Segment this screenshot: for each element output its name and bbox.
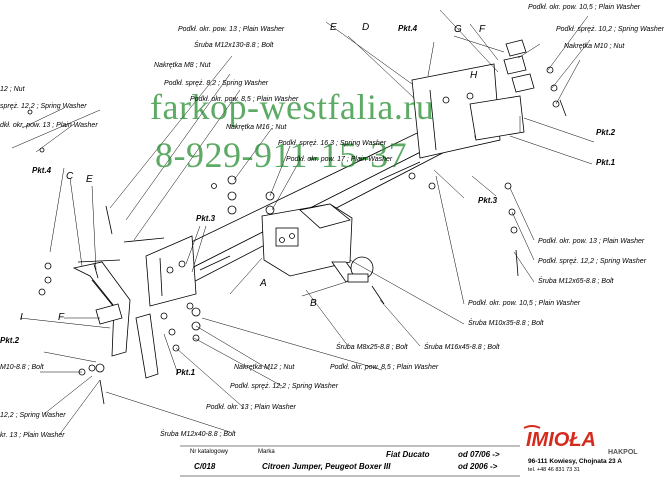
diagram-page: farkop-westfalia.ru 8-929-911-15-37 E D …	[0, 4, 664, 477]
model-line-2: Citroen Jumper, Peugeot Boxer III	[262, 462, 391, 471]
pkt-label-1-bottom: Pkt.1	[176, 368, 196, 377]
part-label: Nakrętka M8 ; Nut	[154, 62, 211, 69]
part-letter-g: G	[454, 24, 462, 35]
part-label: Śruba M16x45-8.8 ; Bolt	[424, 344, 500, 351]
part-label: spręż. 12,2 ; Spring Washer	[0, 103, 87, 110]
part-letter-f-left: F	[58, 312, 65, 323]
part-letter-i: I	[20, 312, 23, 323]
right-bracket-plate	[411, 63, 525, 159]
company-logo: IMIOŁA HAKPOL	[523, 425, 638, 456]
part-label: Podkł. okr. pow. 13 ; Plain Washer	[178, 26, 285, 33]
part-letter-a: A	[260, 278, 267, 289]
logo-text: IMIOŁA	[526, 429, 596, 451]
part-label: Podkł. okr. 13 ; Plain Washer	[206, 404, 296, 411]
part-label: Nakrętka M16 ; Nut	[226, 124, 287, 131]
part-label: Podkł. spręż. 10,2 ; Spring Washer	[556, 26, 664, 33]
model-line-1: Fiat Ducato	[386, 450, 430, 459]
part-label: kr. 13 ; Plain Washer	[0, 432, 65, 439]
catalog-caption: Nr katalogowy	[190, 449, 229, 455]
part-label: Podkł. spręż. 16,3 ; Spring Washer	[278, 140, 387, 147]
part-label: Podkł. okr. pow. 8,5 ; Plain Washer	[330, 364, 439, 371]
part-label: M10-8.8 ; Bolt	[0, 364, 44, 371]
part-label: Śruba M12x65-8.8 ; Bolt	[538, 278, 614, 285]
part-label: Śruba M10x35-8.8 ; Bolt	[468, 320, 544, 327]
company-phone: tel. +48 46 831 73 31	[528, 467, 580, 473]
watermark-phone: 8-929-911-15-37	[155, 135, 408, 175]
part-label: Podkł. okr. pow. 10,5 ; Plain Washer	[528, 4, 641, 11]
part-letter-e-left: E	[86, 174, 93, 185]
part-letter-c: C	[66, 171, 74, 182]
pkt-label-3-right: Pkt.3	[478, 196, 498, 205]
hitch-mount-plate	[261, 203, 353, 277]
part-label: Podkł. spręż. 12,2 ; Spring Washer	[538, 258, 647, 265]
part-label: 12 ; Nut	[0, 86, 25, 93]
part-letter-d: D	[362, 22, 370, 33]
part-label: Podkł. spręż. 12,2 ; Spring Washer	[230, 383, 339, 390]
part-label: Podkł. okr. pow. 13 ; Plain Washer	[538, 238, 645, 245]
part-label: Podkł. okr. pow. 8,5 ; Plain Washer	[190, 96, 299, 103]
left-mount-plate	[95, 303, 159, 379]
part-label: Podkł. okr. pow. 10,5 ; Plain Washer	[468, 300, 581, 307]
towbar-exploded-drawing	[11, 9, 595, 477]
part-label: Śruba M12x130-8.8 ; Bolt	[194, 42, 274, 49]
right-spacer-plates	[503, 39, 535, 93]
part-label: 12,2 ; Spring Washer	[0, 412, 66, 419]
tow-ball	[331, 256, 374, 283]
watermark-site: farkop-westfalia.ru	[150, 87, 435, 127]
leader-lines	[11, 9, 595, 435]
part-label: Śruba M12x40-8.8 ; Bolt	[160, 431, 236, 438]
brand-caption: Marka	[258, 449, 275, 455]
logo-subtext: HAKPOL	[608, 449, 638, 456]
pkt-label-1-right: Pkt.1	[596, 158, 616, 167]
company-address: 96-111 Kowiesy, Chojnata 23 A	[528, 458, 622, 465]
pkt-label-2-left: Pkt.2	[0, 336, 20, 345]
left-bracket-plate	[145, 235, 197, 307]
part-letter-h: H	[470, 70, 478, 81]
pkt-label-4-top: Pkt.4	[398, 24, 418, 33]
bolts	[77, 99, 567, 405]
part-label: Nakrętka M12 ; Nut	[234, 364, 295, 371]
part-label: Podkł. spręż. 8,2 ; Spring Washer	[164, 80, 269, 87]
pkt-label-3-center: Pkt.3	[196, 214, 216, 223]
part-label: Nakrętka M10 ; Nut	[564, 43, 625, 50]
part-label: dkł. okr. pow. 13 ; Plain Washer	[0, 122, 98, 129]
part-letter-b: B	[310, 298, 317, 309]
part-label: Podkł. okr. pow. 17 ; Plain Washer	[286, 156, 393, 163]
title-block	[180, 445, 520, 477]
pkt-label-4-left: Pkt.4	[32, 166, 52, 175]
catalog-number: C/018	[194, 462, 216, 471]
part-letter-f: F	[479, 24, 486, 35]
date-range-2: od 2006 ->	[458, 462, 498, 471]
part-letter-e: E	[330, 22, 337, 33]
pkt-label-2-right: Pkt.2	[596, 128, 616, 137]
part-label: Śruba M8x25-8.8 ; Bolt	[336, 344, 408, 351]
date-range-1: od 07/06 ->	[458, 450, 500, 459]
